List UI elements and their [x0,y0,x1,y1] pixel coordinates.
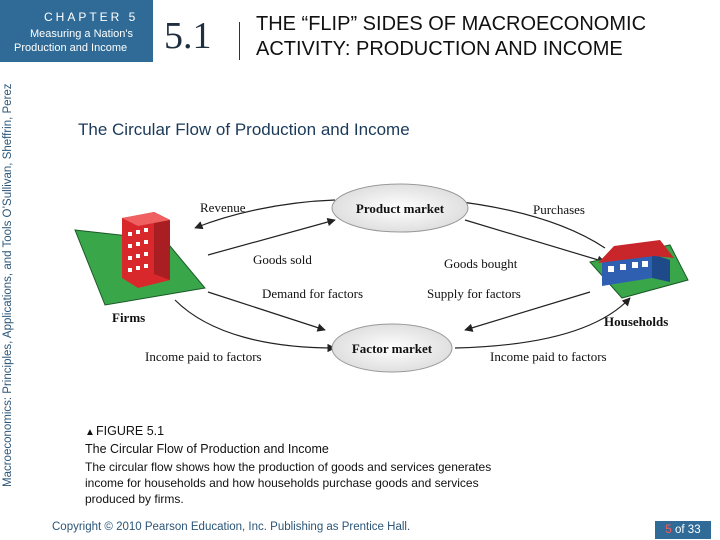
households-house-illustration [589,240,689,299]
income-right-arrow [454,297,631,349]
income-left-arrow [174,299,336,353]
chapter-title: CHAPTER 5 [44,10,139,24]
goods-sold-arrow [207,217,336,256]
goods-bought-arrow [464,219,606,264]
chapter-box: CHAPTER 5 Measuring a Nation's Productio… [0,0,153,62]
factor-market-label: Factor market [352,341,433,356]
purchases-arrow [444,196,606,249]
income-left-label: Income paid to factors [145,349,262,364]
page-subtitle: The Circular Flow of Production and Inco… [78,120,410,139]
revenue-label: Revenue [200,200,246,215]
supply-for-factors-arrow [464,291,591,332]
page-current: 5 [665,524,672,536]
sidebar-book-info: Macroeconomics: Principles, Applications… [2,83,14,487]
page-number-badge: 5 of 33 [655,521,711,539]
figure-description: The circular flow shows how the producti… [85,460,492,506]
firms-label: Firms [112,310,145,325]
goods-sold-label: Goods sold [253,252,312,267]
chapter-subtitle-line2: Production and Income [14,42,128,54]
demand-for-factors-label: Demand for factors [262,286,363,301]
page-of: of 33 [675,524,701,536]
firms-building-illustration [74,212,206,306]
supply-for-factors-label: Supply for factors [427,286,521,301]
chapter-subtitle-line1: Measuring a Nation's [30,28,133,40]
households-label: Households [604,314,668,329]
factor-market-node [331,323,453,373]
revenue-arrow [194,199,336,230]
figure-triangle-icon: ▲ [85,427,95,438]
section-number: 5.1 [164,15,212,57]
section-title-line2: ACTIVITY: PRODUCTION AND INCOME [256,38,623,60]
figure-title: The Circular Flow of Production and Inco… [85,442,329,456]
goods-bought-label: Goods bought [444,256,518,271]
product-market-label: Product market [356,201,445,216]
section-title: THE “FLIP” SIDES OF MACROECONOMIC ACTIVI… [256,12,646,62]
product-market-node [331,183,469,233]
section-title-line1: THE “FLIP” SIDES OF MACROECONOMIC [256,13,647,35]
demand-for-factors-arrow [207,291,326,332]
purchases-label: Purchases [533,202,585,217]
section-divider [239,22,240,60]
figure-label: FIGURE 5.1 [96,424,165,438]
copyright-footer: Copyright © 2010 Pearson Education, Inc.… [52,521,411,533]
circular-flow-diagram: Product market Factor market Firms House… [74,183,689,373]
income-right-label: Income paid to factors [490,349,607,364]
